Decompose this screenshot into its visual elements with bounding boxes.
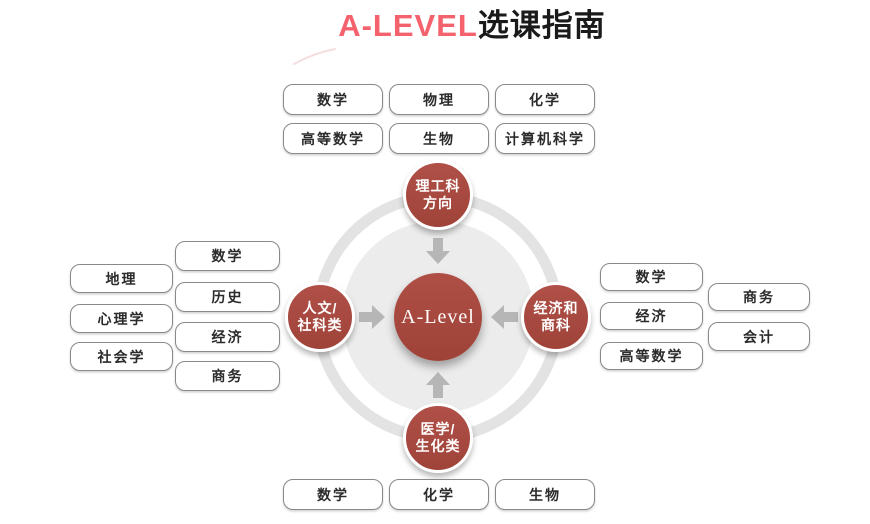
node-label-line: 人文/ [302, 300, 338, 316]
subject-box: 数学 [283, 84, 383, 115]
arrow-right-icon [491, 305, 518, 329]
node-label-line: 理工科 [415, 178, 461, 194]
node-humanities-social: 人文/ 社科类 [285, 282, 355, 352]
node-label-line: 生化类 [415, 438, 461, 454]
subject-box: 数学 [283, 479, 383, 510]
subject-box: 高等数学 [600, 342, 703, 370]
subject-box: 历史 [175, 282, 280, 312]
subject-box: 生物 [389, 123, 489, 154]
subject-box: 地理 [70, 264, 173, 293]
subject-box: 计算机科学 [495, 123, 595, 154]
subject-box: 经济 [175, 322, 280, 352]
title-highlight: A-LEVEL [338, 8, 478, 43]
subject-box: 数学 [600, 263, 703, 291]
arrow-bottom-icon [426, 372, 450, 398]
center-alevel-node: A-Level [394, 273, 482, 361]
subject-box: 生物 [495, 479, 595, 510]
subject-box: 社会学 [70, 342, 173, 371]
center-label: A-Level [401, 305, 475, 328]
subject-box: 物理 [389, 84, 489, 115]
node-label-line: 商科 [541, 317, 571, 333]
decorative-swoosh [293, 48, 336, 65]
node-label-line: 方向 [423, 195, 453, 211]
node-science-direction: 理工科 方向 [403, 160, 473, 230]
subject-box: 化学 [389, 479, 489, 510]
node-economics-business: 经济和 商科 [521, 282, 591, 352]
subject-box: 商务 [175, 361, 280, 391]
node-label-line: 社科类 [297, 317, 343, 333]
subject-box: 化学 [495, 84, 595, 115]
title-suffix: 选课指南 [477, 8, 606, 43]
subject-box: 经济 [600, 302, 703, 330]
page-title: A-LEVEL选课指南 [37, 6, 870, 46]
subject-box: 心理学 [70, 304, 173, 333]
arrow-top-icon [426, 238, 450, 264]
subject-box: 商务 [708, 283, 810, 311]
subject-box: 会计 [708, 322, 810, 351]
arrow-left-icon [359, 305, 385, 329]
node-medicine-biochem: 医学/ 生化类 [403, 403, 473, 473]
node-label-line: 医学/ [420, 421, 456, 437]
subject-box: 数学 [175, 241, 280, 271]
subject-box: 高等数学 [283, 123, 383, 154]
node-label-line: 经济和 [533, 300, 579, 316]
